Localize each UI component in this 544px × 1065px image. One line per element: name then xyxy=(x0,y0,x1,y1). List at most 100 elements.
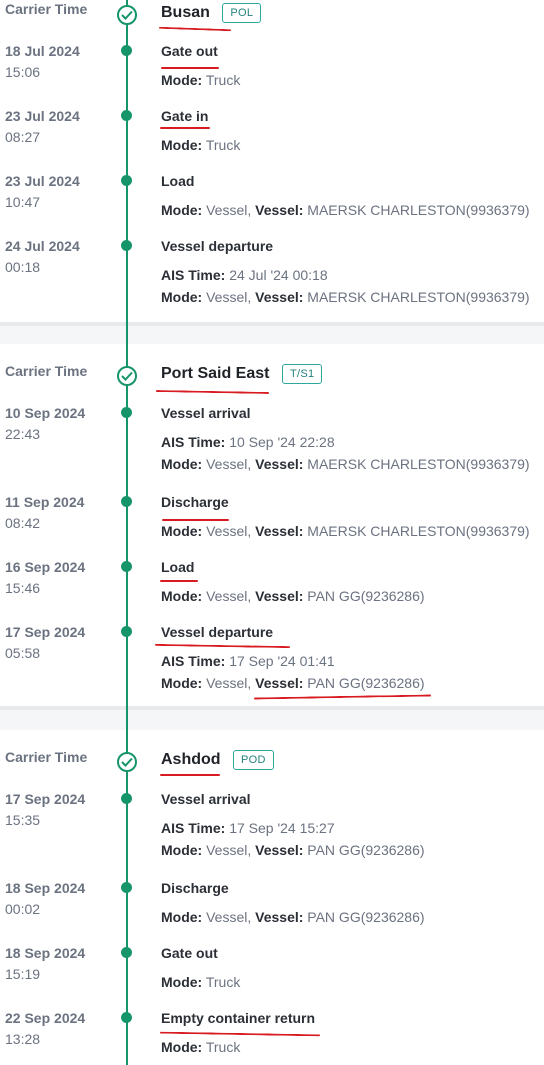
event-details: Discharge Mode: Vessel, Vessel: MAERSK C… xyxy=(161,494,536,539)
event-date: 23 Jul 2024 xyxy=(5,173,80,189)
event-title: Gate out xyxy=(161,43,218,59)
event-title: Empty container return xyxy=(161,1010,316,1026)
timeline-dot xyxy=(121,240,132,251)
mode-label: Mode: xyxy=(161,909,203,925)
event-date: 23 Jul 2024 xyxy=(5,108,80,124)
event-details: Load Mode: Vessel, Vessel: PAN GG(923628… xyxy=(161,559,536,604)
event-date: 18 Sep 2024 xyxy=(5,945,86,961)
event-date: 22 Sep 2024 xyxy=(5,1010,86,1026)
event-title: Vessel departure xyxy=(161,238,274,254)
event-time: 16 Sep 2024 15:46 xyxy=(5,559,115,596)
event-clock: 08:42 xyxy=(5,515,41,531)
event-time: 23 Jul 2024 08:27 xyxy=(5,108,115,145)
mode-label: Mode: xyxy=(161,456,203,472)
mode-value: Vessel xyxy=(206,456,248,472)
event-title: Load xyxy=(161,173,195,189)
port-check-icon xyxy=(117,752,137,772)
vessel-label: Vessel: xyxy=(255,456,304,472)
event-time: 18 Jul 2024 15:06 xyxy=(5,43,115,80)
vessel-value: MAERSK CHARLESTON(9936379) xyxy=(307,289,530,305)
mode-value: Vessel xyxy=(206,289,248,305)
vessel-value: PAN GG(9236286) xyxy=(307,588,425,604)
event-details: Gate in Mode: Truck xyxy=(161,108,536,153)
port-header: Ashdod POD xyxy=(161,750,536,770)
mode-value: Vessel xyxy=(206,842,248,858)
event-title: Gate out xyxy=(161,945,218,961)
annotation-underline xyxy=(161,67,219,69)
ais-time-label: AIS Time: xyxy=(161,653,226,669)
vessel-label: Vessel: xyxy=(255,202,304,218)
event-date: 10 Sep 2024 xyxy=(5,405,86,421)
mode-value: Vessel xyxy=(206,523,248,539)
carrier-time-label: Carrier Time xyxy=(5,1,88,17)
event-clock: 15:06 xyxy=(5,64,41,80)
event-title: Load xyxy=(161,559,195,575)
annotation-underline xyxy=(162,519,229,521)
event-time: 24 Jul 2024 00:18 xyxy=(5,238,115,275)
timeline-dot xyxy=(121,496,132,507)
timeline-line xyxy=(126,0,128,1065)
mode-label: Mode: xyxy=(161,675,203,691)
port-check-icon xyxy=(117,5,137,25)
event-clock: 13:28 xyxy=(5,1031,41,1047)
carrier-time-label: Carrier Time xyxy=(5,749,88,765)
event-details: Vessel arrival AIS Time: 10 Sep '24 22:2… xyxy=(161,405,536,472)
section-divider xyxy=(0,706,544,710)
event-time: 18 Sep 2024 15:19 xyxy=(5,945,115,982)
event-time: 22 Sep 2024 13:28 xyxy=(5,1010,115,1047)
mode-value: Truck xyxy=(205,137,241,153)
event-title: Discharge xyxy=(161,880,229,896)
mode-label: Mode: xyxy=(161,588,203,604)
timeline-dot xyxy=(121,947,132,958)
vessel-value: PAN GG(9236286) xyxy=(307,675,425,691)
event-clock: 05:58 xyxy=(5,645,41,661)
event-details: Vessel departure AIS Time: 17 Sep '24 01… xyxy=(161,624,536,691)
ais-time-value: 10 Sep '24 22:28 xyxy=(229,434,335,450)
vessel-label: Vessel: xyxy=(255,523,304,539)
event-time: 17 Sep 2024 15:35 xyxy=(5,791,115,828)
port-name: Ashdod xyxy=(161,751,221,768)
timeline-dot xyxy=(121,407,132,418)
ais-time-value: 17 Sep '24 01:41 xyxy=(229,653,335,669)
mode-label: Mode: xyxy=(161,974,203,990)
event-date: 24 Jul 2024 xyxy=(5,238,80,254)
port-tag-badge: POD xyxy=(233,750,274,770)
event-time: 18 Sep 2024 00:02 xyxy=(5,880,115,917)
port-header: Busan POL xyxy=(161,3,536,23)
port-header: Port Said East T/S1 xyxy=(161,364,536,384)
timeline-dot xyxy=(121,1012,132,1023)
mode-value: Truck xyxy=(205,72,241,88)
event-clock: 15:46 xyxy=(5,580,41,596)
vessel-value: PAN GG(9236286) xyxy=(307,842,425,858)
event-clock: 15:35 xyxy=(5,812,41,828)
ais-time-value: 17 Sep '24 15:27 xyxy=(229,820,335,836)
event-date: 18 Sep 2024 xyxy=(5,880,86,896)
event-date: 18 Jul 2024 xyxy=(5,43,80,59)
vessel-value: MAERSK CHARLESTON(9936379) xyxy=(307,456,530,472)
event-clock: 10:47 xyxy=(5,194,41,210)
port-section-busan xyxy=(0,0,544,322)
ais-time-label: AIS Time: xyxy=(161,267,226,283)
event-details: Empty container return Mode: Truck xyxy=(161,1010,536,1055)
mode-value: Vessel xyxy=(206,588,248,604)
port-check-icon xyxy=(117,366,137,386)
carrier-time-label: Carrier Time xyxy=(5,363,88,379)
vessel-label: Vessel: xyxy=(255,675,304,691)
timeline-dot xyxy=(121,882,132,893)
vessel-value: MAERSK CHARLESTON(9936379) xyxy=(307,202,530,218)
section-divider xyxy=(0,322,544,326)
timeline-dot xyxy=(121,175,132,186)
mode-label: Mode: xyxy=(161,202,203,218)
event-date: 17 Sep 2024 xyxy=(5,791,86,807)
vessel-label: Vessel: xyxy=(255,588,304,604)
event-details: Discharge Mode: Vessel, Vessel: PAN GG(9… xyxy=(161,880,536,925)
vessel-label: Vessel: xyxy=(255,909,304,925)
event-date: 11 Sep 2024 xyxy=(5,494,85,510)
event-details: Vessel departure AIS Time: 24 Jul '24 00… xyxy=(161,238,536,305)
mode-label: Mode: xyxy=(161,523,203,539)
annotation-underline xyxy=(160,774,220,776)
mode-label: Mode: xyxy=(161,137,203,153)
event-title: Vessel arrival xyxy=(161,791,251,807)
mode-label: Mode: xyxy=(161,289,203,305)
port-section-port-said-east xyxy=(0,344,544,706)
